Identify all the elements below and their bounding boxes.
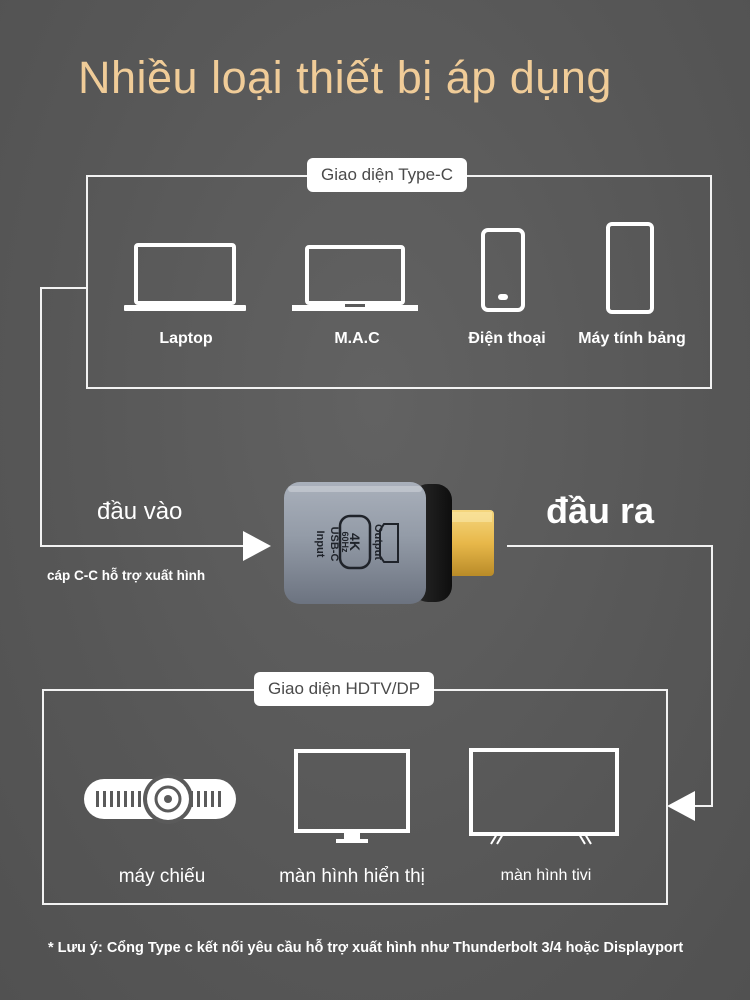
output-connector-line (507, 545, 713, 547)
input-sublabel: cáp C-C hỗ trợ xuất hình (47, 568, 206, 583)
device-label-phone: Điện thoại (468, 330, 546, 347)
tablet-icon (606, 222, 654, 314)
compatibility-note: * Lưu ý: Cổng Type c kết nối yêu cầu hỗ … (48, 940, 684, 956)
adapter-input-text-line1: USB-C (328, 526, 340, 562)
output-arrow-icon (667, 791, 695, 821)
output-connector-line (690, 805, 713, 807)
hdtv-section-label: Giao diện HDTV/DP (254, 672, 435, 706)
input-arrow-icon (243, 531, 271, 561)
page-title: Nhiều loại thiết bị áp dụng (78, 52, 612, 103)
tv-icon (469, 748, 619, 845)
phone-icon (481, 228, 525, 312)
input-connector-line (40, 545, 250, 547)
usb-c-to-hdmi-adapter-icon: USB-C Input 4K 60Hz Output (284, 482, 500, 604)
input-connector-line (40, 287, 42, 547)
projector-icon (84, 774, 236, 824)
device-label-tv: màn hình tivi (500, 867, 592, 884)
device-label-tablet: Máy tính bảng (578, 330, 686, 347)
device-label-mac: M.A.C (334, 330, 380, 347)
macbook-icon (292, 245, 418, 311)
adapter-input-text-line2: Input (314, 530, 326, 558)
device-label-projector: máy chiếu (118, 866, 206, 887)
monitor-icon (294, 749, 410, 843)
device-label-laptop: Laptop (159, 330, 213, 347)
input-connector-line (40, 287, 88, 289)
laptop-icon (124, 243, 246, 311)
typec-section-label: Giao diện Type-C (307, 158, 467, 192)
output-label: đầu ra (546, 490, 655, 531)
device-label-monitor: màn hình hiển thị (279, 866, 425, 887)
adapter-output-text: Output (372, 523, 384, 561)
input-label: đầu vào (97, 498, 183, 525)
output-connector-line (711, 545, 713, 807)
adapter-badge-60hz: 60Hz (340, 531, 350, 553)
